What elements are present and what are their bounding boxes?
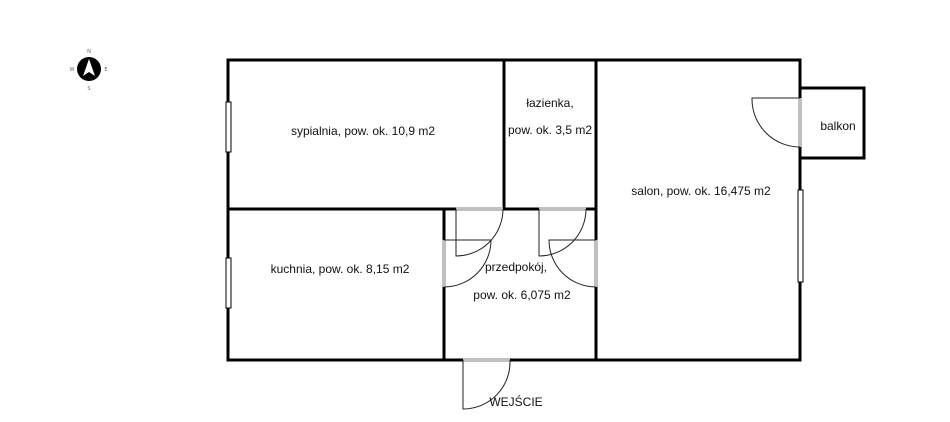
compass-south-label: S <box>87 86 90 92</box>
door-bathroom <box>538 208 587 257</box>
room-area-przedpokoj: pow. ok. 6,075 m2 <box>473 288 571 302</box>
window-kitchen <box>225 257 232 309</box>
door-openings <box>442 98 802 362</box>
window-bedroom <box>225 101 232 153</box>
window-salon <box>797 189 804 283</box>
compass-east-label: E <box>104 67 107 73</box>
door-entrance <box>462 359 511 410</box>
compass-icon: N S E W <box>70 49 108 92</box>
wall-balcony <box>798 86 866 160</box>
compass-west-label: W <box>70 67 75 73</box>
door-swings <box>443 97 801 410</box>
room-label-sypialnia: sypialnia, pow. ok. 10,9 m2 <box>291 124 435 138</box>
compass-north-label: N <box>87 49 91 55</box>
room-label-lazienka: łazienka, <box>526 96 573 110</box>
room-label-balkon: balkon <box>820 119 855 133</box>
windows <box>225 101 804 309</box>
room-label-salon: salon, pow. ok. 16,475 m2 <box>631 184 771 198</box>
entrance-label: WEJŚCIE <box>489 394 542 409</box>
room-label-przedpokoj: przedpokój, <box>485 260 547 274</box>
door-bedroom <box>455 208 504 257</box>
door-salon <box>548 239 597 288</box>
room-area-lazienka: pow. ok. 3,5 m2 <box>508 123 592 137</box>
room-label-kuchnia: kuchnia, pow. ok. 8,15 m2 <box>271 262 410 276</box>
door-kitchen <box>443 239 492 288</box>
door-balcony <box>751 97 801 148</box>
